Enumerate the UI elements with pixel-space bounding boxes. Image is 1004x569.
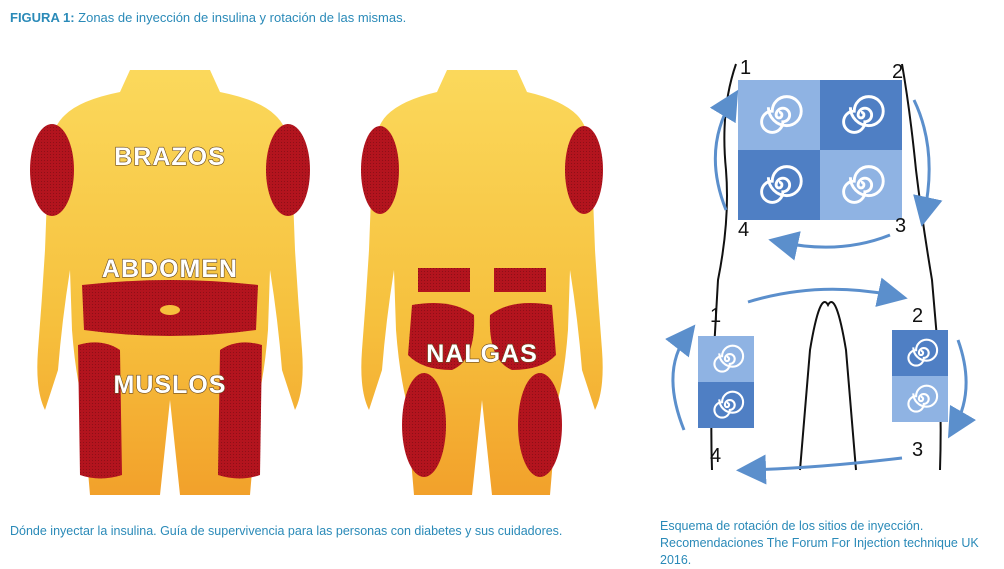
back-left-buttock-zone bbox=[408, 302, 475, 370]
label-nalgas: NALGAS bbox=[426, 340, 538, 368]
arrow-lower-4-to-1 bbox=[665, 324, 696, 431]
back-right-buttock-zone bbox=[489, 302, 556, 370]
upper-rotation-grid bbox=[738, 80, 902, 220]
upper-num-2: 2 bbox=[892, 61, 903, 83]
front-right-arm-zone bbox=[266, 124, 310, 216]
front-left-arm-zone bbox=[30, 124, 74, 216]
arrow-4-to-1 bbox=[709, 89, 739, 211]
back-silhouette bbox=[361, 70, 603, 495]
rotation-scheme: 1 2 3 4 1 2 3 4 bbox=[665, 57, 976, 485]
front-left-thigh-zone bbox=[78, 342, 122, 479]
caption-right-line2: Recomendaciones The Forum For Injection … bbox=[660, 536, 979, 567]
caption-right: Esquema de rotación de los sitios de iny… bbox=[660, 518, 1004, 569]
arrow-lower-3-to-4 bbox=[736, 454, 903, 485]
lower-right-rotation-column bbox=[892, 330, 948, 422]
label-abdomen: ABDOMEN bbox=[102, 255, 238, 283]
back-left-flank-zone bbox=[418, 268, 470, 292]
arrow-lower-1-to-2 bbox=[747, 277, 908, 307]
back-body-figure: NALGAS bbox=[361, 70, 603, 495]
front-right-thigh-zone bbox=[218, 342, 262, 479]
lower-num-2: 2 bbox=[912, 305, 923, 327]
lower-num-3: 3 bbox=[912, 439, 923, 461]
upper-num-1: 1 bbox=[740, 57, 751, 79]
figure-title-text: Zonas de inyección de insulina y rotació… bbox=[78, 10, 407, 25]
label-muslos: MUSLOS bbox=[114, 371, 227, 399]
arrow-2-to-3 bbox=[912, 99, 943, 227]
figure-label: FIGURA 1: bbox=[10, 10, 75, 25]
arrow-3-to-4 bbox=[768, 231, 891, 261]
lower-num-1: 1 bbox=[710, 305, 721, 327]
upper-num-4: 4 bbox=[738, 219, 749, 241]
lower-num-4: 4 bbox=[710, 445, 721, 467]
caption-left: Dónde inyectar la insulina. Guía de supe… bbox=[10, 524, 563, 538]
back-right-arm-zone bbox=[565, 126, 603, 214]
upper-num-3: 3 bbox=[895, 215, 906, 237]
back-right-thigh-zone bbox=[518, 373, 562, 477]
back-right-flank-zone bbox=[494, 268, 546, 292]
arrow-lower-2-to-3 bbox=[947, 339, 976, 439]
front-body-figure: BRAZOS ABDOMEN MUSLOS bbox=[30, 70, 310, 495]
back-left-thigh-zone bbox=[402, 373, 446, 477]
back-left-arm-zone bbox=[361, 126, 399, 214]
inner-leg-outline bbox=[799, 301, 857, 471]
caption-right-line1: Esquema de rotación de los sitios de iny… bbox=[660, 519, 924, 533]
navel bbox=[160, 305, 180, 315]
figure-title: FIGURA 1: Zonas de inyección de insulina… bbox=[10, 10, 406, 25]
lower-left-rotation-column bbox=[698, 336, 754, 428]
label-brazos: BRAZOS bbox=[114, 143, 226, 171]
